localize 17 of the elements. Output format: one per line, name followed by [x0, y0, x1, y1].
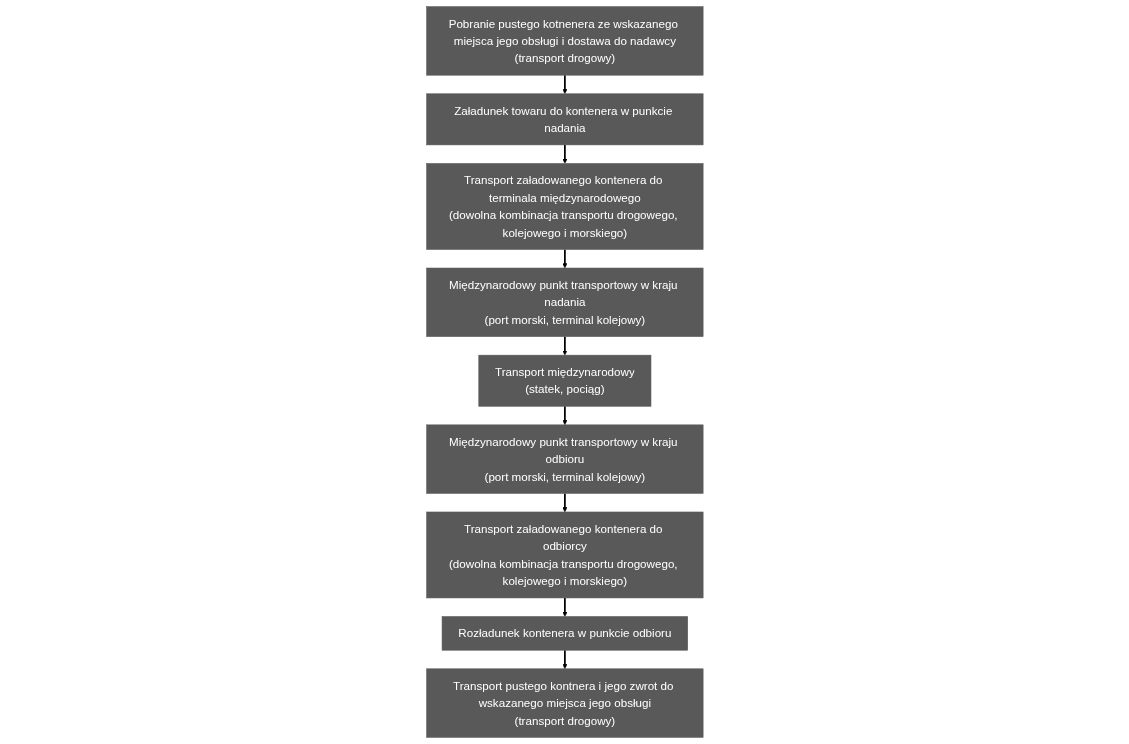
node-box: Transport załadowanego kontenera do terminala międzynarodowego (dowolna kombinacja transportu drogowego, kolejowego i morskiego): [425, 163, 703, 250]
arrow: [561, 248, 568, 269]
arrow: [561, 144, 568, 164]
node-box: Rozładunek kontenera w punkcie odbioru: [441, 616, 688, 651]
arrow: [561, 74, 568, 94]
arrow: [561, 597, 568, 617]
node-box: Załadunek towaru do kontenera w punkcie nadania: [425, 93, 703, 146]
arrow: [561, 492, 568, 513]
node-box: Transport międzynarodowy (statek, pociąg): [478, 354, 651, 407]
node-box: Transport załadowanego kontenera do odbiorcy (dowolna kombinacja transportu drogowego, kolejowego i morskiego): [425, 511, 703, 599]
node-box: Międzynarodowy punkt transportowy w kraju odbioru (port morski, terminal kolejowy): [425, 424, 703, 494]
node-box: Transport pustego kontnera i jego zwrot do wskazanego miejsca jego obsługi (transport drogowy): [425, 668, 703, 738]
arrow: [561, 335, 568, 356]
arrow: [561, 405, 568, 426]
node-box: Międzynarodowy punkt transportowy w kraju nadania (port morski, terminal kolejowy): [425, 267, 703, 337]
arrow: [561, 649, 568, 670]
node-box: Pobranie pustego kotnenera ze wskazanego miejsca jego obsługi i dostawa do nadawcy (transport drogowy): [425, 6, 703, 76]
